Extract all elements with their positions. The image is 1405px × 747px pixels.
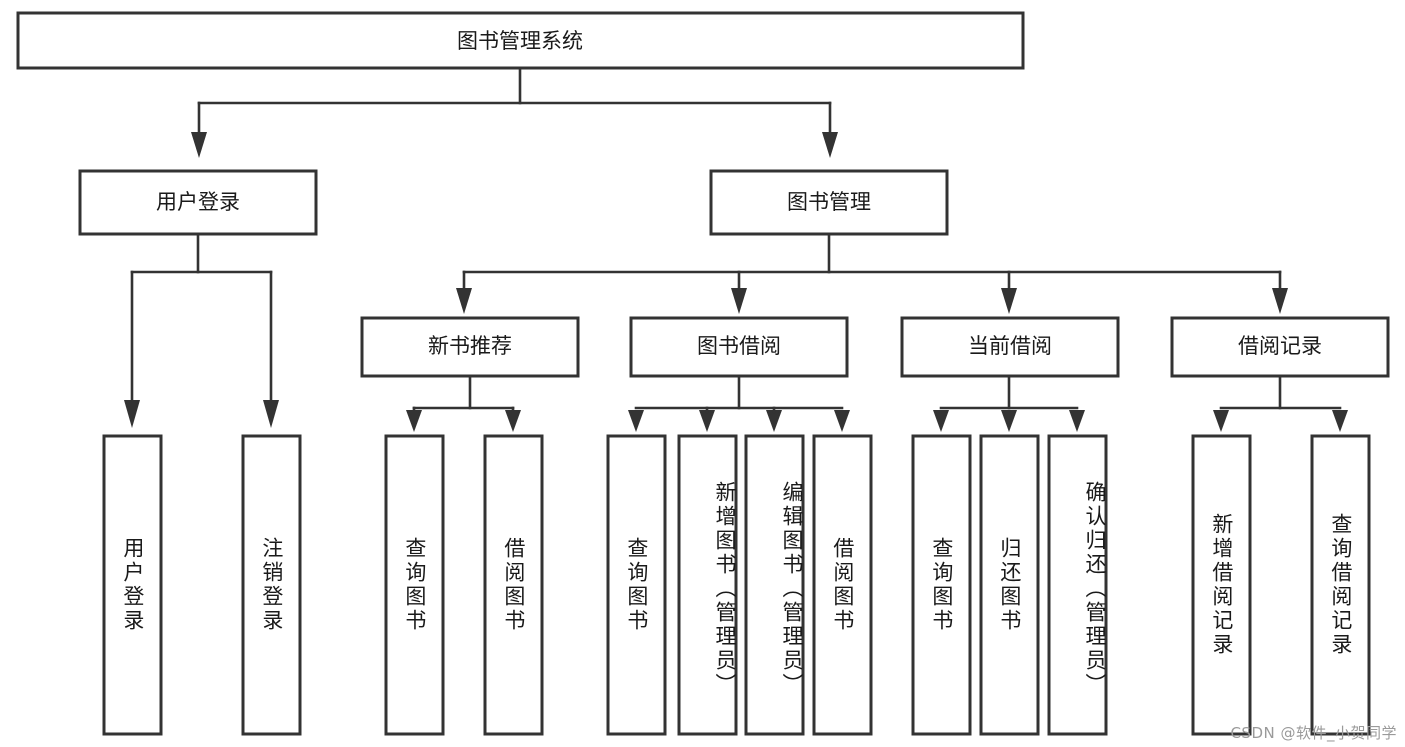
node-book-management[interactable]: 图书管理 — [709, 169, 949, 236]
node-user-login-rect[interactable] — [78, 169, 318, 236]
arrow-head-leaf-add-book — [699, 410, 715, 432]
node-borrow-record-rect[interactable] — [1170, 316, 1390, 378]
node-current-borrow-label: 当前借阅 — [968, 334, 1052, 358]
arrow-head-leaf-logout-login — [263, 400, 279, 428]
node-leaf-query-book-2-rect[interactable] — [606, 434, 667, 736]
node-leaf-borrow-book-2-rect[interactable] — [812, 434, 873, 736]
arrow-head-leaf-borrow-book-1 — [505, 410, 521, 432]
node-book-borrow-rect[interactable] — [629, 316, 849, 378]
node-leaf-logout-login-rect[interactable] — [241, 434, 302, 736]
node-leaf-add-book-rect[interactable] — [677, 434, 738, 736]
node-new-book-recommend[interactable]: 新书推荐 — [360, 316, 580, 378]
node-user-login-label: 用户登录 — [156, 190, 240, 214]
arrow-head-leaf-query-record — [1332, 410, 1348, 432]
node-book-management-rect[interactable] — [709, 169, 949, 236]
arrow-head-leaf-add-record — [1213, 410, 1229, 432]
arrow-head-leaf-user-login — [124, 400, 140, 428]
node-leaf-query-book-3-rect[interactable] — [911, 434, 972, 736]
node-leaf-user-login-rect[interactable] — [102, 434, 163, 736]
node-leaf-confirm-return-rect[interactable] — [1047, 434, 1108, 736]
node-user-login[interactable]: 用户登录 — [78, 169, 318, 236]
edges-group — [124, 66, 1348, 432]
node-book-borrow[interactable]: 图书借阅 — [629, 316, 849, 378]
node-current-borrow-rect[interactable] — [900, 316, 1120, 378]
node-leaf-query-book-1-rect[interactable] — [384, 434, 445, 736]
node-book-borrow-label: 图书借阅 — [697, 334, 781, 358]
node-root-rect[interactable] — [16, 11, 1025, 70]
node-current-borrow[interactable]: 当前借阅 — [900, 316, 1120, 378]
node-book-management-label: 图书管理 — [787, 190, 871, 214]
node-leaf-add-record-rect[interactable] — [1191, 434, 1252, 736]
node-leaf-query-record-rect[interactable] — [1310, 434, 1371, 736]
node-borrow-record-label: 借阅记录 — [1238, 334, 1322, 358]
arrow-head-leaf-query-book-3 — [933, 410, 949, 432]
node-leaf-borrow-book-1-rect[interactable] — [483, 434, 544, 736]
node-root-label: 图书管理系统 — [457, 29, 583, 53]
arrow-head-book-borrow — [731, 288, 747, 314]
node-leaf-return-book-rect[interactable] — [979, 434, 1040, 736]
arrow-head-user-login — [191, 132, 207, 158]
arrow-head-leaf-query-book-2 — [628, 410, 644, 432]
arrow-head-leaf-query-book-1 — [406, 410, 422, 432]
node-new-book-recommend-label: 新书推荐 — [428, 334, 512, 358]
csdn-watermark: CSDN @软件_小贺同学 — [1230, 724, 1397, 742]
node-new-book-recommend-rect[interactable] — [360, 316, 580, 378]
arrow-head-new-book-recommend — [456, 288, 472, 314]
arrow-head-borrow-record — [1272, 288, 1288, 314]
node-borrow-record[interactable]: 借阅记录 — [1170, 316, 1390, 378]
node-leaf-edit-book-rect[interactable] — [744, 434, 805, 736]
arrow-head-book-management — [822, 132, 838, 158]
arrow-head-current-borrow — [1001, 288, 1017, 314]
arrow-head-leaf-return-book — [1001, 410, 1017, 432]
arrow-head-leaf-confirm-return — [1069, 410, 1085, 432]
arrow-head-leaf-borrow-book-2 — [834, 410, 850, 432]
arrow-head-leaf-edit-book — [766, 410, 782, 432]
node-root[interactable]: 图书管理系统 — [16, 11, 1025, 70]
